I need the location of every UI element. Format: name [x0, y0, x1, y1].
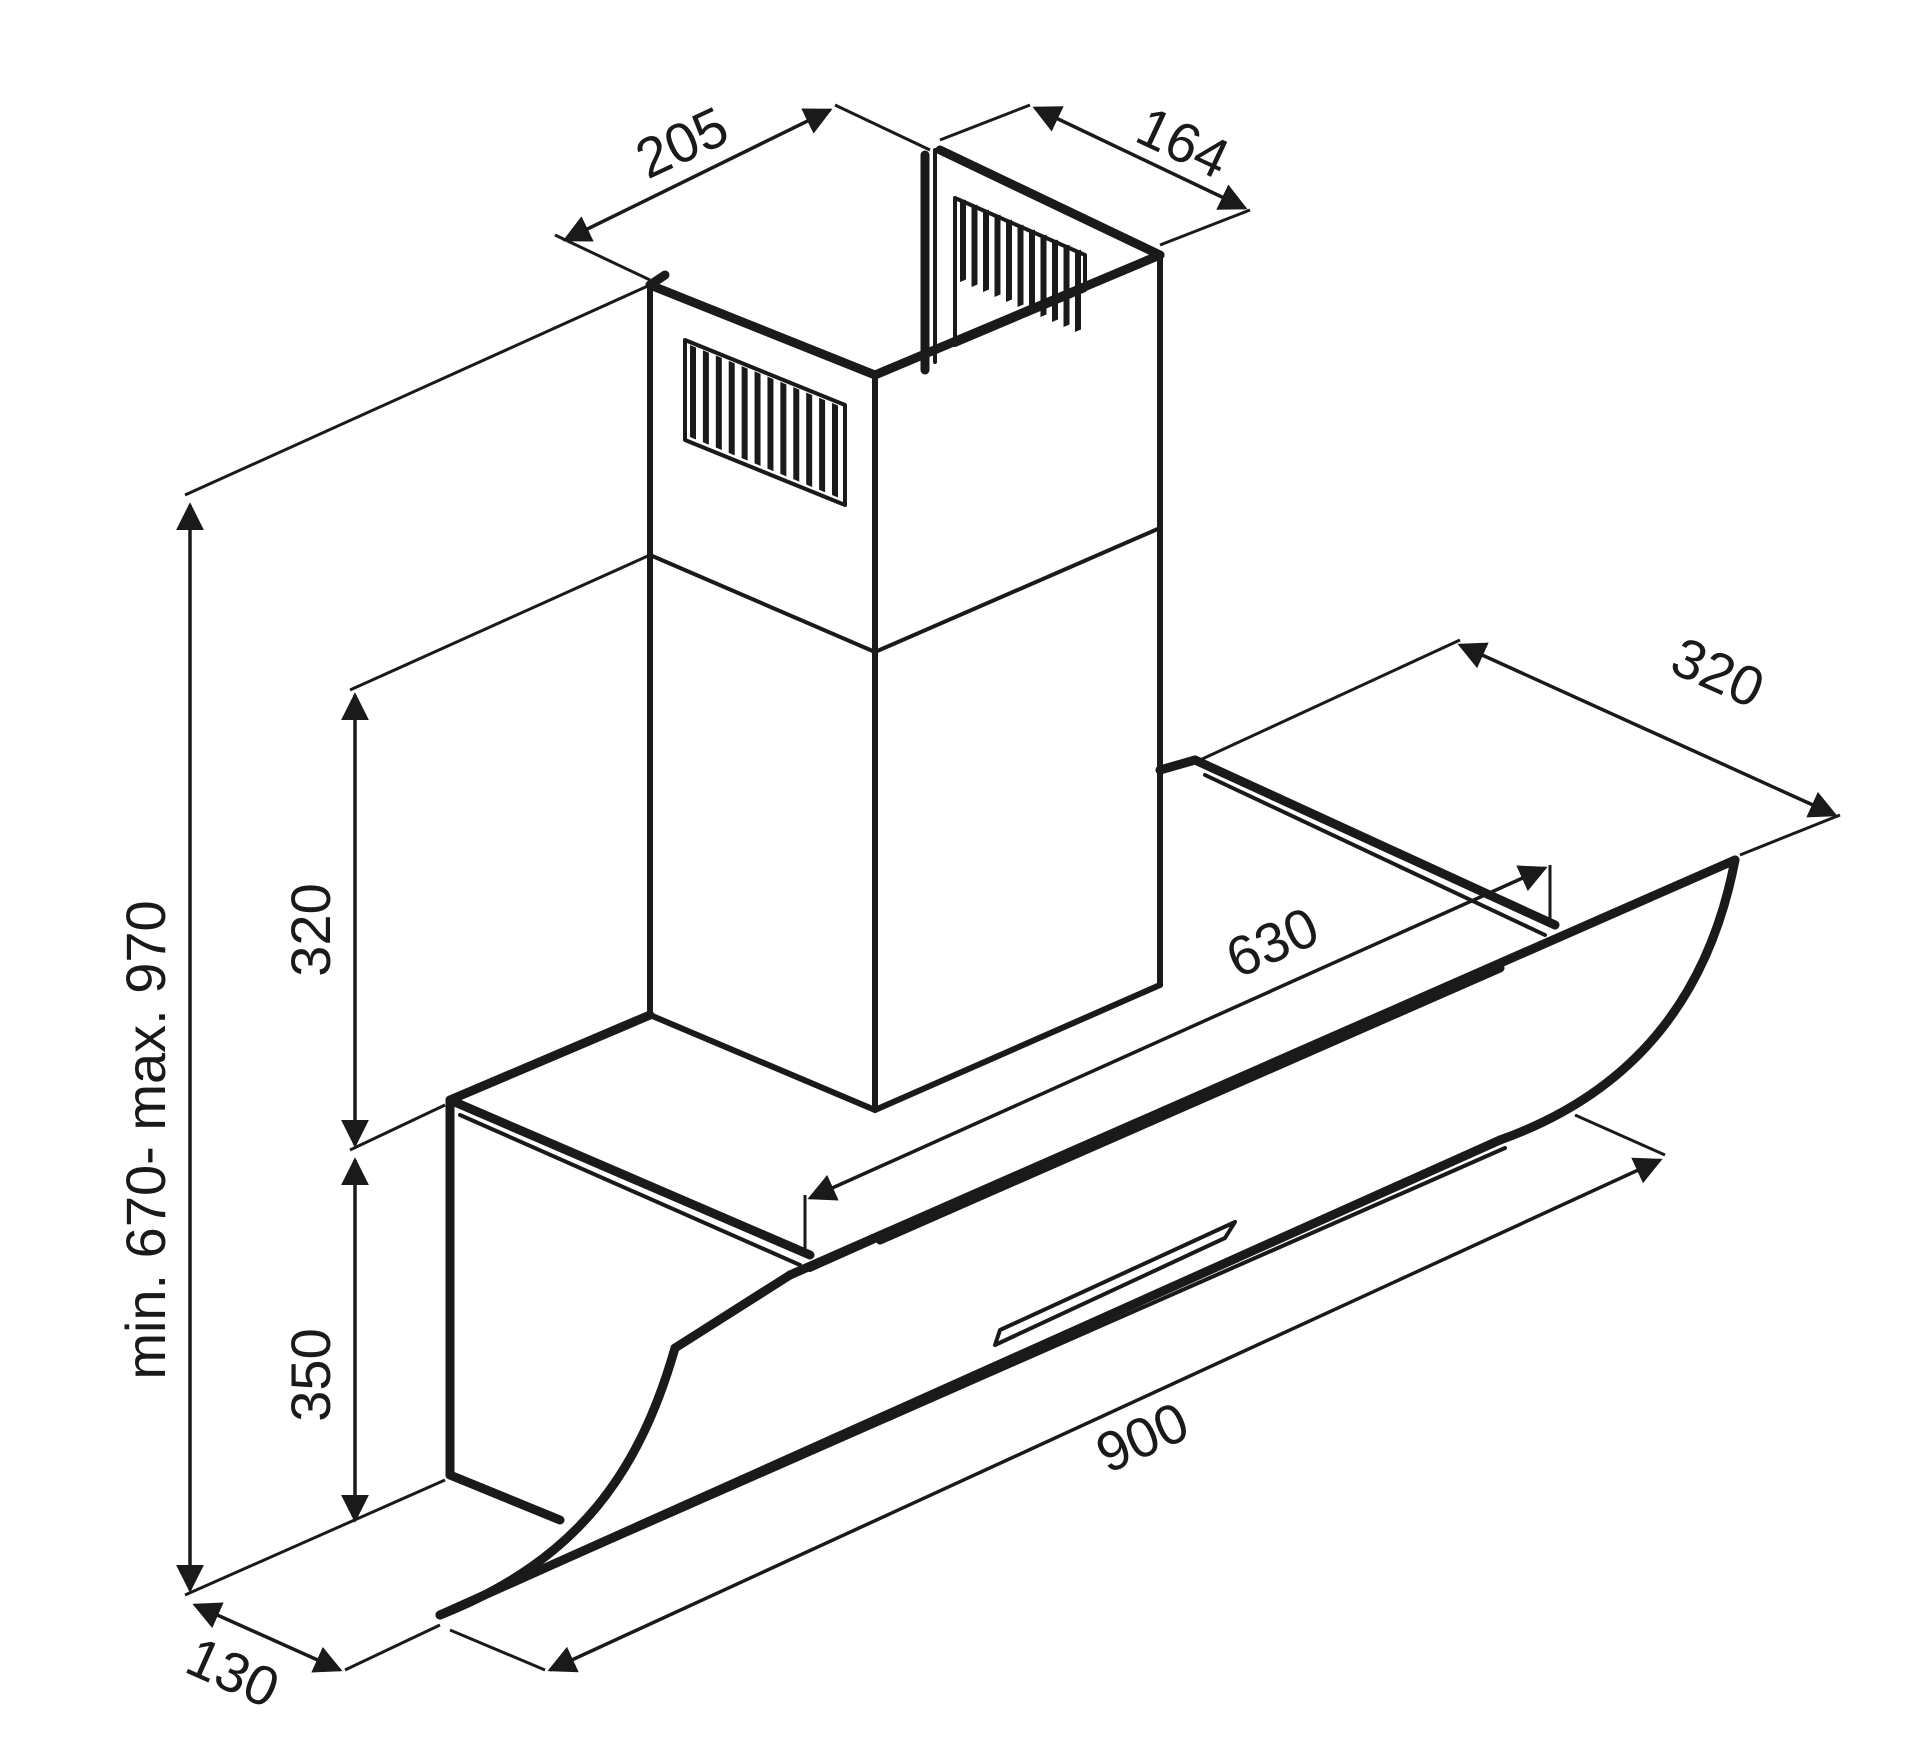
glass-panel-bottom-edge-inner: [453, 1146, 1507, 1612]
dim-205-label: 205: [626, 94, 737, 191]
dim-total-ext-bottom: [184, 1478, 446, 1597]
dimension-total-height: min. 670- max. 970: [114, 283, 651, 1597]
grille-slot: [983, 209, 989, 292]
dim-900-ext-left: [449, 1628, 546, 1672]
dim-total-ext-top: [184, 283, 651, 497]
dim-205-ext-right: [834, 103, 931, 152]
back-grille-frame: [953, 196, 1087, 347]
dim-900-ext-right: [1574, 1113, 1666, 1157]
grille-slot: [741, 366, 748, 461]
chimney-section-joint-left: [648, 553, 877, 654]
dim-630-line: [807, 865, 1548, 1201]
grille-slot: [806, 392, 813, 487]
hood-top-right-edge: [1155, 755, 1200, 775]
dimension-130: 130: [177, 1602, 441, 1720]
dim-205-line: [562, 108, 833, 242]
grille-slot: [1063, 244, 1070, 327]
dim-900-label: 900: [1087, 1389, 1198, 1485]
hood-base-left-edge: [445, 1470, 565, 1525]
dim-130-line: [192, 1602, 343, 1673]
grille-slot: [728, 360, 735, 456]
dimension-320-upper: 320: [279, 553, 651, 1152]
dim-320u-ext-top: [349, 553, 651, 692]
grille-slot: [793, 387, 800, 482]
grille-slot: [994, 214, 1001, 297]
chimney-back-grille: [953, 196, 1087, 347]
grille-slot: [754, 371, 761, 466]
hood-top-left-edge: [445, 1010, 655, 1105]
grille-slot: [702, 350, 709, 445]
dim-630-label: 630: [1217, 894, 1328, 990]
grille-slot: [767, 376, 774, 472]
left-grille-bars: [690, 345, 838, 498]
dim-320h-ext-top: [1199, 638, 1461, 762]
dim-205-ext-left: [554, 233, 651, 282]
dimension-205: 205: [554, 94, 931, 282]
glass-panel-left-upper-edge: [670, 1270, 795, 1353]
hood-right-side-rail-outer: [1190, 755, 1560, 930]
hood-left-side-rail-inner: [458, 1113, 802, 1267]
hood-right-side-rail-inner: [1203, 773, 1547, 937]
chimney-left-grille: [683, 338, 847, 507]
glass-panel-bottom-edge: [435, 1135, 1505, 1620]
chimney-bottom-left-edge: [647, 1012, 878, 1113]
dim-164-line: [1032, 106, 1248, 210]
grille-slot: [960, 199, 966, 282]
grille-slot: [1029, 229, 1035, 312]
chimney-upper-left-post-top: [645, 270, 670, 290]
grille-slot: [819, 397, 826, 493]
hood-light-strip: [875, 963, 1505, 1245]
dim-130-ext-right: [344, 1623, 441, 1672]
dimension-350: 350: [279, 1157, 369, 1523]
dim-320h-label: 320: [1662, 624, 1773, 720]
hood-body: [435, 755, 1740, 1620]
dim-164-ext-right: [1159, 208, 1251, 247]
grille-slot: [780, 381, 787, 477]
hood-left-side-rail-outer: [445, 1095, 815, 1260]
grille-slot: [832, 403, 838, 498]
dim-320u-label: 320: [279, 883, 342, 976]
dim-164-label: 164: [1128, 94, 1239, 191]
back-grille-bars: [960, 199, 1081, 332]
grille-slot: [690, 345, 696, 440]
grille-slot: [1075, 249, 1081, 332]
dim-320u-ext-bottom: [349, 1103, 446, 1152]
dim-164-ext-left: [939, 103, 1031, 142]
dim-total-label: min. 670- max. 970: [114, 900, 177, 1379]
grille-slot: [1006, 219, 1012, 302]
chimney-section-joint-right: [873, 526, 1162, 654]
dim-320h-line: [1457, 642, 1838, 818]
dimension-630: 630: [803, 865, 1552, 1250]
dimension-320-hood: 320: [1199, 624, 1841, 857]
chimney-bottom-right-edge: [872, 982, 1163, 1113]
glass-panel-right-curve: [1495, 855, 1740, 1145]
dim-900-line: [547, 1157, 1663, 1673]
chimney: [645, 145, 1165, 1113]
grille-slot: [715, 355, 722, 451]
grille-slot: [1017, 224, 1024, 307]
dimension-900: 900: [449, 1113, 1666, 1673]
chimney-upper-top-left-edge: [645, 280, 880, 380]
left-grille-frame: [683, 338, 847, 507]
grille-slot: [1040, 234, 1047, 317]
grille-slot: [1052, 239, 1058, 322]
dim-320h-ext-bottom: [1739, 813, 1841, 857]
dim-350-label: 350: [279, 1328, 342, 1421]
grille-slot: [971, 204, 978, 287]
